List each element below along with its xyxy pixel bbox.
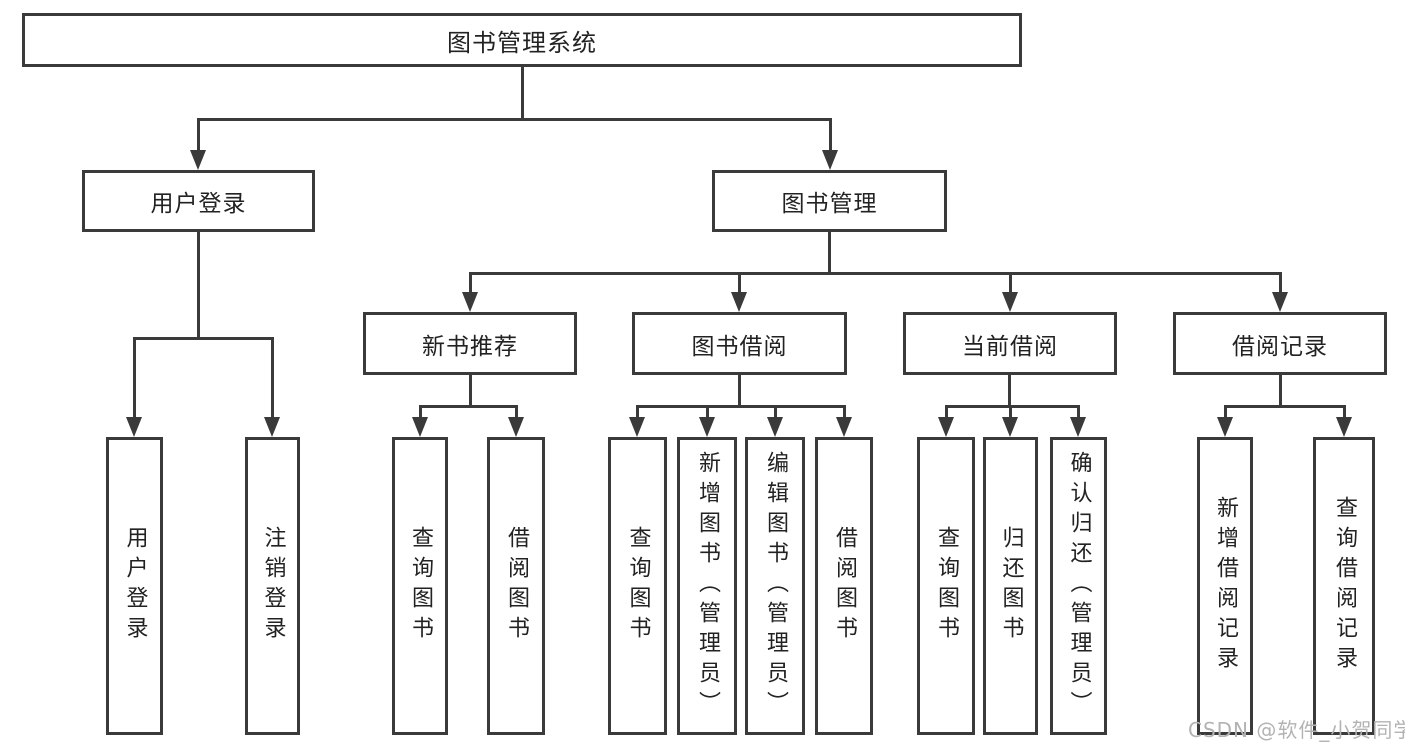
node-new-book-rec: 新书推荐 [363, 312, 577, 375]
arrow-to-leaf-logout [264, 337, 280, 437]
node-borrow-record: 借阅记录 [1173, 312, 1387, 375]
connector-current-borrow-stub [1008, 375, 1011, 408]
leaf-user-login: 用户登录 [106, 437, 163, 735]
arrow-to-leaf-user-login [126, 337, 142, 437]
leaf-br-add-record: 新增借阅记录 [1197, 437, 1253, 735]
arrow-to-book-mgmt [821, 118, 838, 170]
leaf-br-query-record: 查询借阅记录 [1313, 437, 1375, 735]
leaf-bb-add-books-admin: 新增图书（管理员） [677, 437, 737, 735]
arrow-to-new-book-rec [461, 272, 478, 312]
arrow-to-leaf-nbr-query [411, 405, 428, 437]
leaf-bb-borrow-books: 借阅图书 [815, 437, 873, 735]
connector-borrow-record-rail [1223, 405, 1346, 408]
arrow-to-leaf-bb-query [629, 405, 645, 437]
connector-book-mgmt-stub [828, 232, 831, 275]
leaf-bb-edit-books-admin: 编辑图书（管理员） [745, 437, 805, 735]
arrow-to-leaf-bb-borrow [835, 405, 852, 437]
arrow-to-user-login [189, 118, 206, 170]
leaf-nbr-borrow-books: 借阅图书 [487, 437, 545, 735]
connector-user-login-stub [196, 232, 200, 340]
arrow-to-leaf-bb-add [698, 405, 715, 437]
arrow-to-leaf-bb-edit [766, 405, 783, 437]
leaf-logout: 注销登录 [245, 437, 300, 735]
connector-root-rail [196, 118, 832, 121]
arrow-to-leaf-nbr-borrow [507, 405, 524, 437]
node-user-login: 用户登录 [82, 170, 315, 232]
connector-book-borrow-stub [737, 375, 741, 408]
connector-user-login-rail [133, 337, 274, 340]
connector-new-book-rec-rail [418, 405, 518, 408]
leaf-cb-confirm-return-admin: 确认归还（管理员） [1050, 437, 1107, 735]
connector-book-borrow-rail [636, 405, 846, 408]
leaf-cb-query-books: 查询图书 [917, 437, 975, 735]
arrow-to-leaf-br-query [1335, 405, 1352, 437]
arrow-to-leaf-cb-confirm [1070, 405, 1086, 437]
node-library-management-system: 图书管理系统 [22, 13, 1022, 67]
node-book-borrow: 图书借阅 [632, 312, 847, 375]
connector-borrow-record-stub [1278, 375, 1282, 408]
arrow-to-book-borrow [730, 272, 747, 312]
node-book-mgmt: 图书管理 [712, 170, 947, 232]
connector-root-stub [520, 67, 524, 121]
arrow-to-leaf-cb-query [937, 405, 954, 437]
leaf-nbr-query-books: 查询图书 [392, 437, 448, 735]
leaf-cb-return-books: 归还图书 [983, 437, 1038, 735]
csdn-watermark: CSDN @软件_小贺同学 [1188, 718, 1405, 742]
arrow-to-current-borrow [1001, 272, 1018, 312]
arrow-to-leaf-br-add [1216, 405, 1233, 437]
arrow-to-borrow-record [1271, 272, 1288, 312]
connector-current-borrow-rail [944, 405, 1080, 408]
connector-book-mgmt-rail [468, 272, 1282, 275]
connector-new-book-rec-stub [468, 375, 472, 408]
arrow-to-leaf-cb-return [1002, 405, 1018, 437]
node-current-borrow: 当前借阅 [903, 312, 1117, 375]
leaf-bb-query-books: 查询图书 [608, 437, 667, 735]
